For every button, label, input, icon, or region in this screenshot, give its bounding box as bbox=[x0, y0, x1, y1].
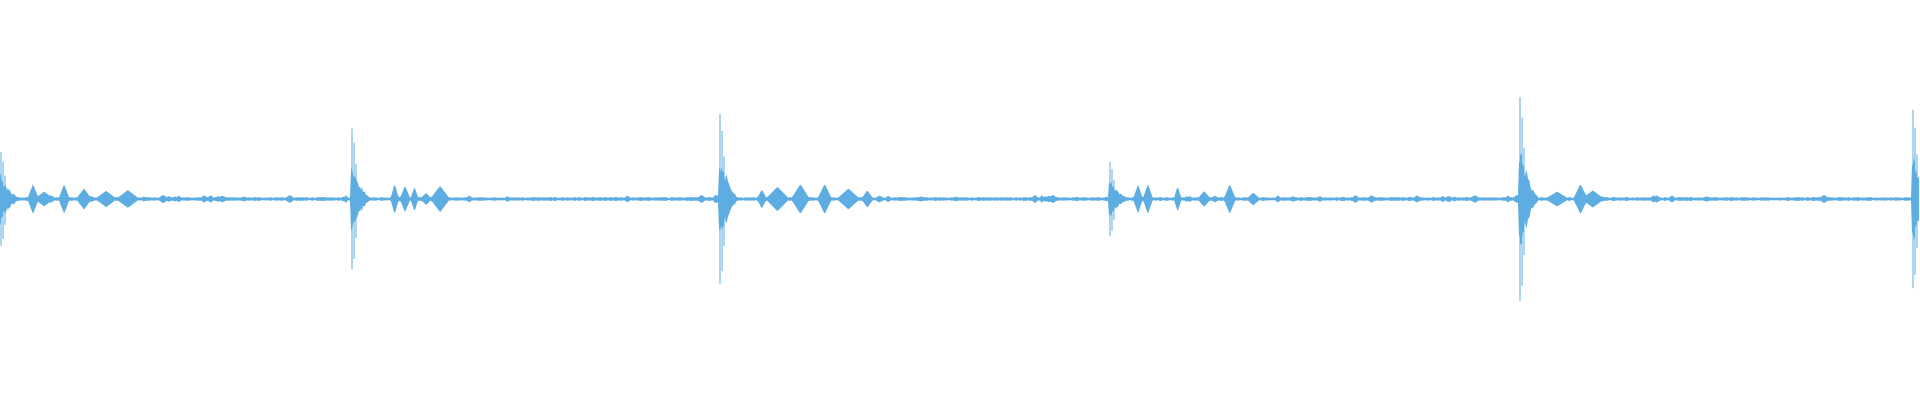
waveform-peaks bbox=[0, 97, 1918, 301]
waveform-trace bbox=[0, 153, 1919, 245]
